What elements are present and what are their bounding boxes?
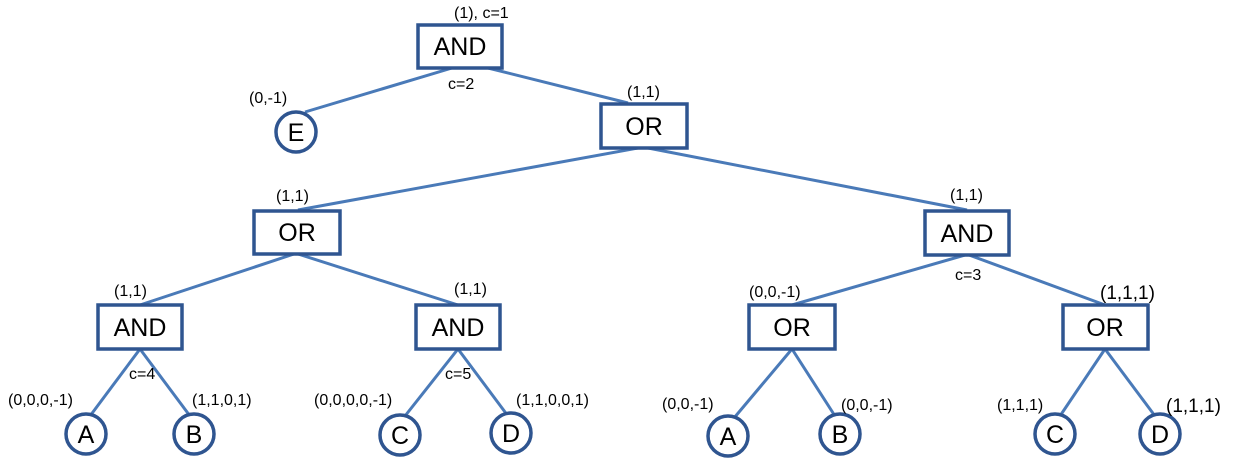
node-root-and: AND (416, 23, 504, 70)
edge-or-right-to-d (1103, 348, 1157, 417)
leaf-circle (274, 110, 318, 154)
node-or-right: OR (1061, 303, 1150, 351)
gate-box (923, 209, 1011, 257)
leaf-b-left: B (172, 412, 216, 456)
gate-label: OR (773, 314, 811, 342)
leaf-circle (818, 412, 862, 456)
root-cost-label: c=2 (448, 76, 474, 93)
b-left-tuple-label: (1,1,0,1) (192, 392, 252, 409)
leaf-c-left: C (378, 413, 422, 457)
node-or-mid: OR (599, 102, 689, 150)
edge-right-and-to-or-right (968, 253, 1106, 307)
gate-label: OR (625, 113, 663, 141)
d-left-tuple-label: (1,1,0,0,1) (516, 392, 589, 409)
and-left-tuple-label: (1,1) (114, 283, 147, 300)
leaf-label: A (78, 421, 95, 449)
gate-box (599, 102, 689, 150)
leaf-c-right: C (1033, 412, 1077, 456)
node-or-left: OR (747, 303, 837, 351)
leaf-label: A (720, 423, 737, 451)
leaf-label: B (186, 421, 203, 449)
right-and-cost-label: c=3 (955, 267, 981, 284)
gate-label: AND (941, 220, 994, 248)
gate-label: AND (114, 314, 167, 342)
leaf-b-right: B (818, 412, 862, 456)
gate-box (747, 303, 837, 351)
edge-root-to-e (304, 66, 453, 114)
node-left-or: OR (252, 209, 342, 256)
leaf-circle (1033, 412, 1077, 456)
or-left-tuple-label: (0,0,-1) (749, 284, 801, 301)
leaf-label: E (288, 119, 305, 147)
or-right-tuple-label: (1,1,1) (1100, 283, 1155, 304)
gate-box (1061, 303, 1150, 351)
c-left-tuple-label: (0,0,0,0,-1) (314, 392, 392, 409)
leaf-circle (706, 414, 750, 458)
edge-or-left-to-a (732, 348, 794, 419)
leaf-circle (378, 413, 422, 457)
leaf-a-left: A (64, 412, 108, 456)
leaf-label: D (502, 420, 520, 448)
gate-label: AND (434, 33, 487, 61)
edge-and-left-to-b (138, 348, 192, 417)
edge-or-left-to-b (790, 348, 837, 417)
right-and-tuple-label: (1,1) (950, 187, 983, 204)
and-right-tuple-label: (1,1) (454, 281, 487, 298)
leaf-label: C (391, 422, 409, 450)
edges (88, 66, 1157, 419)
edge-and-right-to-c (403, 348, 460, 417)
and-left-cost-label: c=4 (129, 366, 155, 383)
edge-right-and-to-or-left (791, 253, 966, 307)
d-right-tuple-label: (1,1,1) (1166, 396, 1221, 417)
or-mid-tuple-label: (1,1) (627, 84, 660, 101)
edge-or-mid-to-left-or (297, 146, 639, 212)
edge-left-or-to-and-left (139, 252, 295, 307)
leaf-circle (489, 411, 533, 455)
gate-label: AND (432, 314, 485, 342)
node-right-and: AND (923, 209, 1011, 257)
gate-box (252, 209, 342, 256)
gate-label: OR (278, 219, 316, 247)
left-or-tuple-label: (1,1) (276, 188, 309, 205)
e-tuple-label: (0,-1) (249, 90, 287, 107)
leaf-label: D (1151, 421, 1169, 449)
leaf-circle (1138, 412, 1182, 456)
a-left-tuple-label: (0,0,0,-1) (8, 392, 73, 409)
and-right-cost-label: c=5 (445, 366, 471, 383)
leaf-label: B (832, 421, 849, 449)
leaf-d-left: D (489, 411, 533, 455)
edge-left-or-to-and-right (297, 252, 459, 307)
node-and-left: AND (96, 303, 184, 351)
leaf-e: E (274, 110, 318, 154)
edge-root-to-or-mid (487, 66, 629, 105)
root-tuple-label: (1), c=1 (454, 5, 509, 22)
gate-box (416, 23, 504, 70)
gate-box (96, 303, 184, 351)
leaf-d-right: D (1138, 412, 1182, 456)
leaf-label: C (1046, 421, 1064, 449)
leaf-circle (172, 412, 216, 456)
gate-box (414, 303, 502, 351)
annotations: (1), c=1 c=2 (0,-1) (1,1) (1,1) (1,1) c=… (8, 5, 1221, 417)
a-right-tuple-label: (0,0,-1) (662, 396, 714, 413)
node-and-right: AND (414, 303, 502, 351)
gate-label: OR (1086, 314, 1124, 342)
edge-or-right-to-c (1058, 348, 1107, 417)
b-right-tuple-label: (0,0,-1) (841, 397, 893, 414)
edge-and-right-to-d (456, 348, 510, 417)
leaf-circle (64, 412, 108, 456)
edge-and-left-to-a (88, 348, 142, 417)
leaf-a-right: A (706, 414, 750, 458)
c-right-tuple-label: (1,1,1) (997, 397, 1043, 414)
edge-or-mid-to-right-and (647, 146, 968, 212)
